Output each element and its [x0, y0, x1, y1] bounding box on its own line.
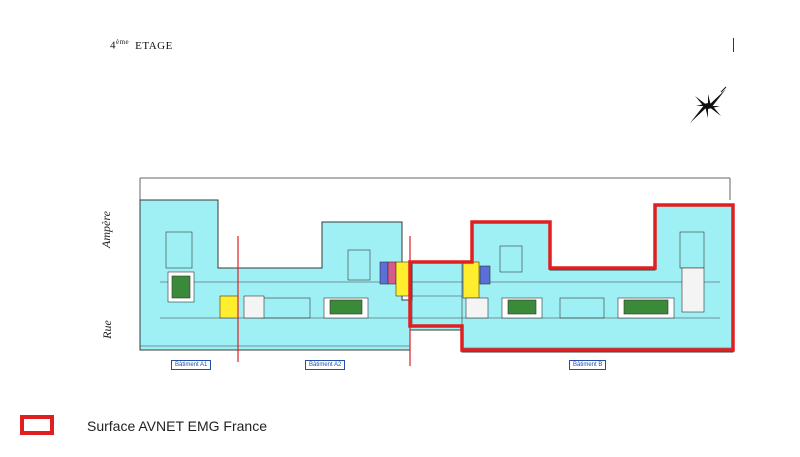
floor-word: ETAGE: [135, 39, 173, 52]
legend-label: Surface AVNET EMG France: [87, 418, 267, 434]
floor-surface: [139, 199, 734, 353]
floor-number: 4: [110, 39, 116, 52]
room-a1-core: [165, 231, 193, 269]
lift-core-b: [479, 265, 491, 285]
page-edge-mark: [733, 38, 734, 52]
building-label-b: Bâtiment B: [569, 360, 607, 370]
stair-block-b2: [465, 297, 489, 319]
compass-rose-icon: [690, 86, 727, 123]
building-label-a2: Bâtiment A2: [305, 360, 346, 370]
lift-core-a2: [379, 261, 389, 285]
building-label-a1: Bâtiment A1: [171, 360, 212, 370]
plant-block-a2-fill: [329, 299, 363, 315]
avnet-surface-outline: [408, 203, 735, 352]
legend-swatch: [20, 415, 54, 435]
floor-number-suffix: ème: [116, 38, 130, 46]
plant-block-a1-fill: [171, 275, 191, 299]
room-a2-core: [347, 249, 371, 281]
lift-core-a2-b: [387, 261, 397, 285]
stair-block-a1: [243, 295, 265, 319]
corridor-b1: [559, 297, 605, 319]
stair-block-b: [681, 267, 705, 313]
plant-block-b1-fill: [507, 299, 537, 315]
stair-core-a1: [219, 295, 239, 319]
stair-core-b: [462, 261, 480, 299]
floor-title: 4ème ETAGE: [110, 38, 173, 52]
room-b-core-left: [499, 245, 523, 273]
stair-core-a2: [395, 261, 411, 297]
plant-block-b2-fill: [623, 299, 669, 315]
